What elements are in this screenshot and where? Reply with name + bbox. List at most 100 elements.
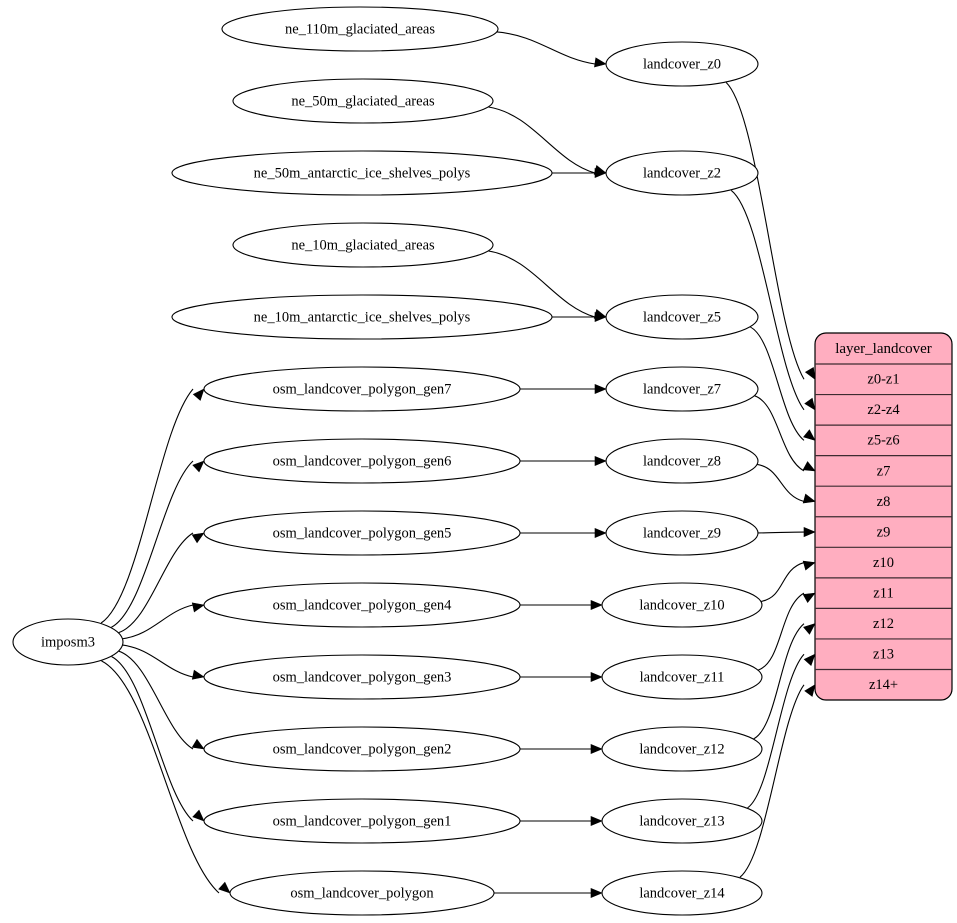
edge: [101, 660, 231, 894]
node-shape: [605, 510, 759, 556]
node-shape: [605, 150, 759, 196]
edge: [111, 460, 205, 628]
node-imposm3[interactable]: imposm3: [12, 618, 124, 666]
edge: [520, 383, 607, 395]
table-row-z8[interactable]: z8: [877, 494, 891, 510]
node-shape: [171, 294, 553, 340]
edge: [520, 671, 603, 683]
node-shape: [605, 438, 759, 484]
node-landcover_z13[interactable]: landcover_z13: [601, 798, 763, 844]
node-osm_landcover_polygon_gen1[interactable]: osm_landcover_polygon_gen1: [203, 798, 521, 844]
edge: [520, 455, 607, 467]
table-row-label: z2-z4: [867, 402, 900, 418]
node-label: osm_landcover_polygon_gen7: [273, 381, 452, 397]
node-shape: [229, 870, 495, 916]
table-row-z14+[interactable]: z14+: [869, 677, 898, 693]
table-row-z2-z4[interactable]: z2-z4: [867, 402, 900, 418]
table-row-label: z5-z6: [867, 433, 899, 449]
node-label: landcover_z14: [639, 885, 725, 901]
node-shape: [601, 798, 763, 844]
node-landcover_z5[interactable]: landcover_z5: [605, 294, 759, 340]
node-landcover_z11[interactable]: landcover_z11: [601, 654, 763, 700]
edge: [747, 653, 816, 809]
node-layer: imposm3 ne_110m_glaciated_areas ne_50m_gla…: [12, 6, 763, 916]
node-label: osm_landcover_polygon_gen5: [273, 525, 452, 541]
edge: [122, 644, 205, 680]
node-shape: [232, 222, 494, 268]
node-ne_10m_antarctic_ice_shelves_polys[interactable]: ne_10m_antarctic_ice_shelves_polys: [171, 294, 553, 340]
node-ne_50m_glaciated_areas[interactable]: ne_50m_glaciated_areas: [232, 78, 494, 124]
node-osm_landcover_polygon_gen5[interactable]: osm_landcover_polygon_gen5: [203, 510, 521, 556]
edge: [757, 526, 816, 538]
node-landcover_z2[interactable]: landcover_z2: [605, 150, 759, 196]
edge: [496, 31, 607, 68]
node-label: imposm3: [41, 634, 95, 650]
table-row-label: z8: [877, 494, 891, 510]
node-label: ne_50m_glaciated_areas: [291, 93, 435, 109]
table-row-z11[interactable]: z11: [873, 585, 893, 601]
edge: [758, 592, 816, 671]
edge: [493, 887, 603, 899]
table-header-label: layer_landcover: [835, 341, 932, 357]
node-shape: [232, 78, 494, 124]
edge: [520, 527, 607, 539]
node-label: ne_50m_antarctic_ice_shelves_polys: [254, 165, 471, 181]
table-row-z12[interactable]: z12: [873, 616, 894, 632]
table-row-label: z12: [873, 616, 894, 632]
edge: [111, 656, 205, 822]
node-label: landcover_z2: [643, 165, 721, 181]
node-shape: [601, 870, 763, 916]
node-ne_50m_antarctic_ice_shelves_polys[interactable]: ne_50m_antarctic_ice_shelves_polys: [171, 150, 553, 196]
node-landcover_z0[interactable]: landcover_z0: [605, 41, 759, 87]
layer-landcover-table[interactable]: layer_landcover z0-z1 z2-z4 z5-z6 z7 z8 z9 z10 z…: [814, 332, 953, 701]
node-osm_landcover_polygon[interactable]: osm_landcover_polygon: [229, 870, 495, 916]
node-osm_landcover_polygon_gen4[interactable]: osm_landcover_polygon_gen4: [203, 582, 521, 628]
edge: [739, 684, 816, 878]
table-row-z7[interactable]: z7: [877, 463, 891, 479]
node-landcover_z10[interactable]: landcover_z10: [601, 582, 763, 628]
node-shape: [601, 582, 763, 628]
table-row-z13[interactable]: z13: [873, 647, 894, 663]
table-row-z0-z1[interactable]: z0-z1: [867, 372, 899, 388]
table-row-label: z10: [873, 555, 894, 571]
edge: [122, 602, 205, 640]
node-osm_landcover_polygon_gen7[interactable]: osm_landcover_polygon_gen7: [203, 366, 521, 412]
table-row-label: z11: [873, 585, 893, 601]
node-shape: [203, 726, 521, 772]
node-osm_landcover_polygon_gen6[interactable]: osm_landcover_polygon_gen6: [203, 438, 521, 484]
node-shape: [605, 294, 759, 340]
node-ne_10m_glaciated_areas[interactable]: ne_10m_glaciated_areas: [232, 222, 494, 268]
node-label: landcover_z13: [639, 813, 724, 829]
node-landcover_z9[interactable]: landcover_z9: [605, 510, 759, 556]
table-row-label: z13: [873, 647, 894, 663]
table-row-z9[interactable]: z9: [877, 524, 891, 540]
edge: [725, 82, 816, 380]
node-label: landcover_z12: [639, 741, 724, 757]
node-label: landcover_z10: [639, 597, 724, 613]
table-row-z5-z6[interactable]: z5-z6: [867, 433, 899, 449]
node-shape: [605, 41, 759, 87]
node-landcover_z7[interactable]: landcover_z7: [605, 366, 759, 412]
node-label: landcover_z9: [643, 525, 721, 541]
node-landcover_z12[interactable]: landcover_z12: [601, 726, 763, 772]
node-shape: [203, 438, 521, 484]
node-osm_landcover_polygon_gen3[interactable]: osm_landcover_polygon_gen3: [203, 654, 521, 700]
table-row-z10[interactable]: z10: [873, 555, 894, 571]
node-label: ne_10m_antarctic_ice_shelves_polys: [254, 309, 471, 325]
node-ne_110m_glaciated_areas[interactable]: ne_110m_glaciated_areas: [221, 6, 499, 52]
node-landcover_z8[interactable]: landcover_z8: [605, 438, 759, 484]
node-shape: [203, 582, 521, 628]
node-landcover_z14[interactable]: landcover_z14: [601, 870, 763, 916]
edge: [118, 650, 205, 750]
node-shape: [605, 366, 759, 412]
node-osm_landcover_polygon_gen2[interactable]: osm_landcover_polygon_gen2: [203, 726, 521, 772]
node-shape: [203, 510, 521, 556]
edge: [757, 463, 816, 504]
table-layer: layer_landcover z0-z1 z2-z4 z5-z6 z7 z8 z9 z10 z…: [814, 332, 953, 701]
node-label: landcover_z7: [643, 381, 721, 397]
edge-layer: [100, 31, 816, 899]
table-row-label: z0-z1: [867, 372, 899, 388]
node-shape: [601, 654, 763, 700]
